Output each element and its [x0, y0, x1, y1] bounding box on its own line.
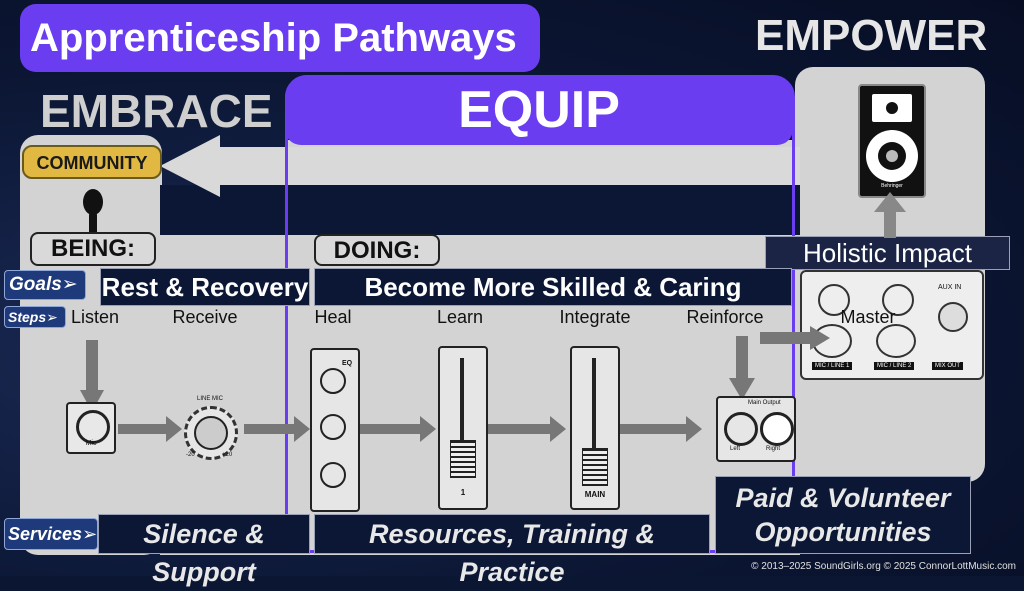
step-listen: Listen [70, 307, 120, 327]
step-reinforce: Reinforce [686, 307, 764, 327]
panel-label-1: MIC / LINE 1 [812, 362, 853, 370]
channel-fader-icon: 1 [438, 346, 488, 510]
main-fader-icon: MAIN [570, 346, 620, 510]
service-empower: Paid & Volunteer Opportunities [715, 476, 971, 554]
gain-knob-label: LINE MIC [196, 396, 223, 402]
panel-label-2: MIC / LINE 2 [874, 362, 915, 370]
copyright-footer: © 2013–2025 SoundGirls.org © 2025 Connor… [751, 561, 1016, 572]
step-receive: Receive [172, 307, 238, 327]
fader-1-label: 1 [460, 488, 466, 497]
speaker-icon: Behringer [858, 84, 926, 198]
out-right-label: Right [766, 446, 781, 452]
out-left-label: Left [730, 446, 741, 452]
step-learn: Learn [436, 307, 484, 327]
main-output-title: Main Output [748, 400, 781, 406]
goals-tag: Goals➢ [4, 270, 86, 300]
panel-label-3: MIX OUT [932, 362, 963, 370]
gain-max-label: +20 [222, 452, 233, 458]
up-arrow-icon [874, 192, 906, 238]
community-badge: COMMUNITY [22, 145, 162, 179]
being-label: BEING: [30, 232, 156, 266]
page-title: Apprenticeship Pathways [20, 4, 540, 72]
gain-min-label: -20 [186, 452, 195, 458]
embrace-heading: EMBRACE [40, 85, 273, 137]
return-arrow-icon [160, 135, 220, 197]
mic-jack-icon: Mic [66, 402, 116, 454]
step-heal: Heal [314, 307, 352, 327]
service-equip: Resources, Training & Practice [314, 514, 710, 587]
goal-equip: Become More Skilled & Caring [314, 268, 792, 306]
speaker-brand: Behringer [881, 183, 903, 189]
top-strip [160, 185, 800, 235]
equip-heading: EQUIP [285, 75, 793, 145]
mixer-panel: AUX IN MIC / LINE 1 MIC / LINE 2 MIX OUT [800, 270, 984, 380]
gain-knob-icon: LINE MIC -20 +20 [180, 396, 240, 460]
empower-heading: EMPOWER [755, 11, 988, 60]
eq-strip-icon: EQ [310, 348, 360, 512]
step-integrate: Integrate [559, 307, 631, 327]
step-master: Master [840, 307, 896, 327]
goal-embrace: Rest & Recovery [100, 268, 310, 306]
return-arrow-band [200, 147, 800, 185]
holistic-impact-label: Holistic Impact [765, 236, 1010, 270]
steps-tag: Steps➢ [4, 306, 66, 328]
mic-jack-label: Mic [85, 440, 97, 447]
main-output-icon: Main Output Left Right [716, 396, 796, 462]
signal-flow-arrows [80, 326, 830, 442]
service-embrace: Silence & Support [98, 514, 310, 587]
services-tag: Services➢ [4, 518, 98, 550]
fader-main-label: MAIN [584, 490, 606, 499]
aux-in-label: AUX IN [938, 284, 962, 291]
doing-label: DOING: [314, 234, 440, 266]
eq-label: EQ [342, 360, 353, 367]
